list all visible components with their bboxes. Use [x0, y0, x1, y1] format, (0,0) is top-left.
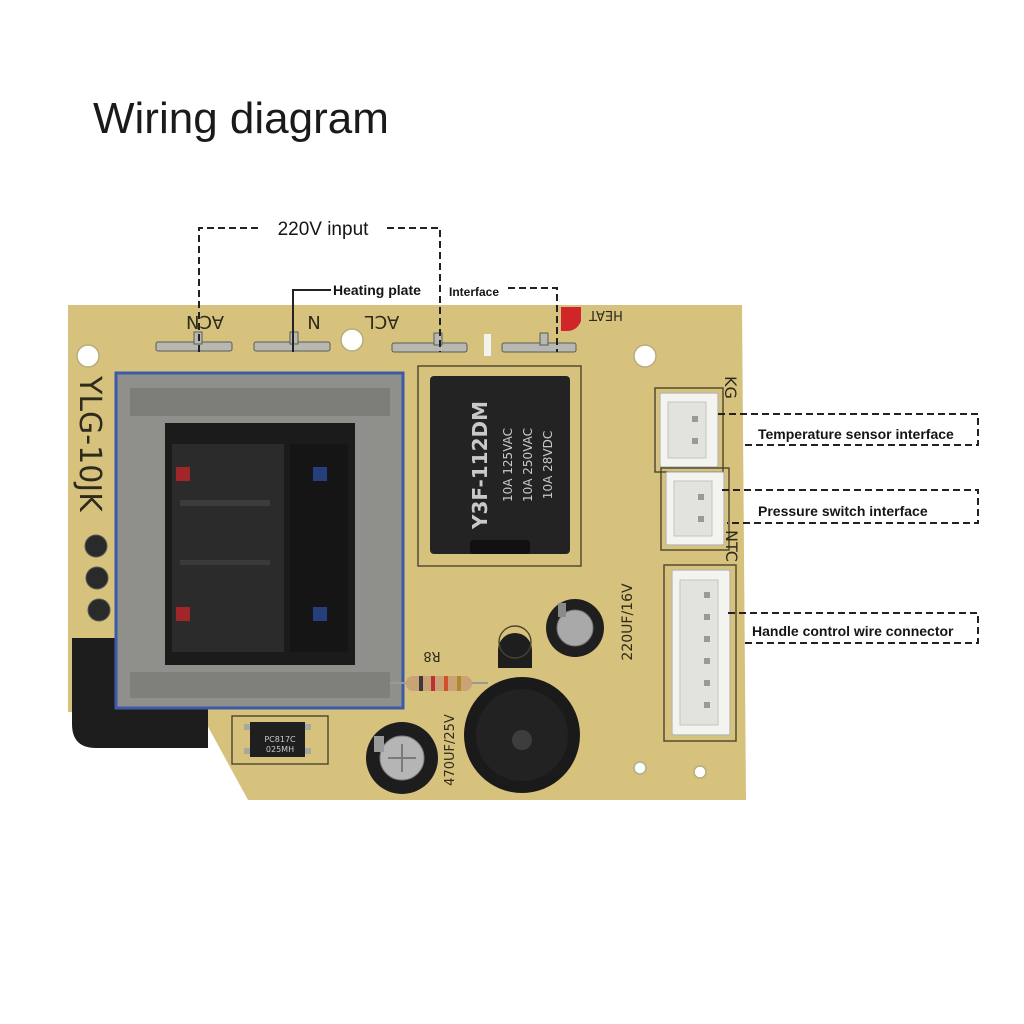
heating-plate-label: Heating plate — [333, 282, 421, 298]
transformer-lead-red — [176, 467, 190, 481]
mounting-hole — [633, 761, 647, 775]
resistor-label: R8 — [423, 648, 440, 663]
input-220v-leader — [198, 227, 441, 352]
terminal-label-acl: ACL — [365, 311, 400, 332]
transistor — [498, 633, 532, 668]
handle-control-connector — [663, 564, 737, 742]
mounting-hole — [633, 344, 657, 368]
heating-plate-interface-leader — [508, 287, 558, 352]
input-220v-label: 220V input — [278, 219, 370, 240]
temperature-sensor-leader — [718, 413, 979, 446]
pressure-switch-label: Pressure switch interface — [758, 503, 928, 519]
relay-model: Y3F-112DM — [468, 401, 492, 530]
transformer-lead-red — [176, 607, 190, 621]
terminal-label-heat: HEAT — [589, 307, 623, 322]
optocoupler: PC817C 025MH — [231, 715, 329, 765]
transformer-lead-blue — [313, 467, 327, 481]
pressure-switch-leader — [722, 489, 979, 524]
pad-hole — [85, 566, 109, 590]
mounting-hole — [340, 328, 364, 352]
capacitor-220uf-label: 220UF/16V — [620, 583, 636, 661]
mounting-hole — [693, 765, 707, 779]
transformer — [114, 371, 405, 710]
optocoupler-code: 025MH — [266, 745, 294, 754]
page-title: Wiring diagram — [93, 94, 389, 143]
handle-control-leader — [728, 612, 979, 644]
pcb-board: YLG-10JK ACN N ACL HEAT — [68, 305, 746, 800]
connector-label-kg: KG — [721, 376, 740, 399]
pad-hole — [84, 534, 108, 558]
annotations: 220V input Heating plate Interface Tempe… — [198, 219, 979, 644]
capacitor-220uf — [546, 599, 604, 657]
relay: Y3F-112DM 10A 125VAC 10A 250VAC 10A 28VD… — [417, 365, 582, 567]
spade-terminal-acl — [391, 332, 468, 353]
relay-rating-3: 10A 28VDC — [541, 431, 555, 499]
terminal-label-n: N — [307, 311, 320, 332]
heating-plate-leader — [292, 289, 331, 352]
board-model-label: YLG-10JK — [72, 375, 107, 513]
capacitor-470uf — [366, 722, 438, 794]
handle-control-label: Handle control wire connector — [752, 623, 954, 639]
connector-label-ntc: NTC — [722, 530, 741, 562]
pressure-switch-connector — [660, 467, 730, 551]
heat-marker — [561, 307, 581, 331]
optocoupler-part: PC817C — [264, 735, 296, 744]
temperature-sensor-connector — [654, 387, 724, 473]
terminal-label-acn: ACN — [186, 311, 224, 332]
resistor — [390, 676, 488, 691]
relay-rating-2: 10A 250VAC — [521, 428, 535, 502]
mounting-hole — [76, 344, 100, 368]
heating-plate-interface-label: Interface — [449, 285, 499, 299]
buzzer — [464, 677, 580, 793]
capacitor-470uf-label: 470UF/25V — [443, 714, 458, 786]
transformer-lead-blue — [313, 607, 327, 621]
temperature-sensor-label: Temperature sensor interface — [758, 426, 954, 442]
relay-rating-1: 10A 125VAC — [501, 428, 515, 502]
pad-hole — [87, 598, 111, 622]
